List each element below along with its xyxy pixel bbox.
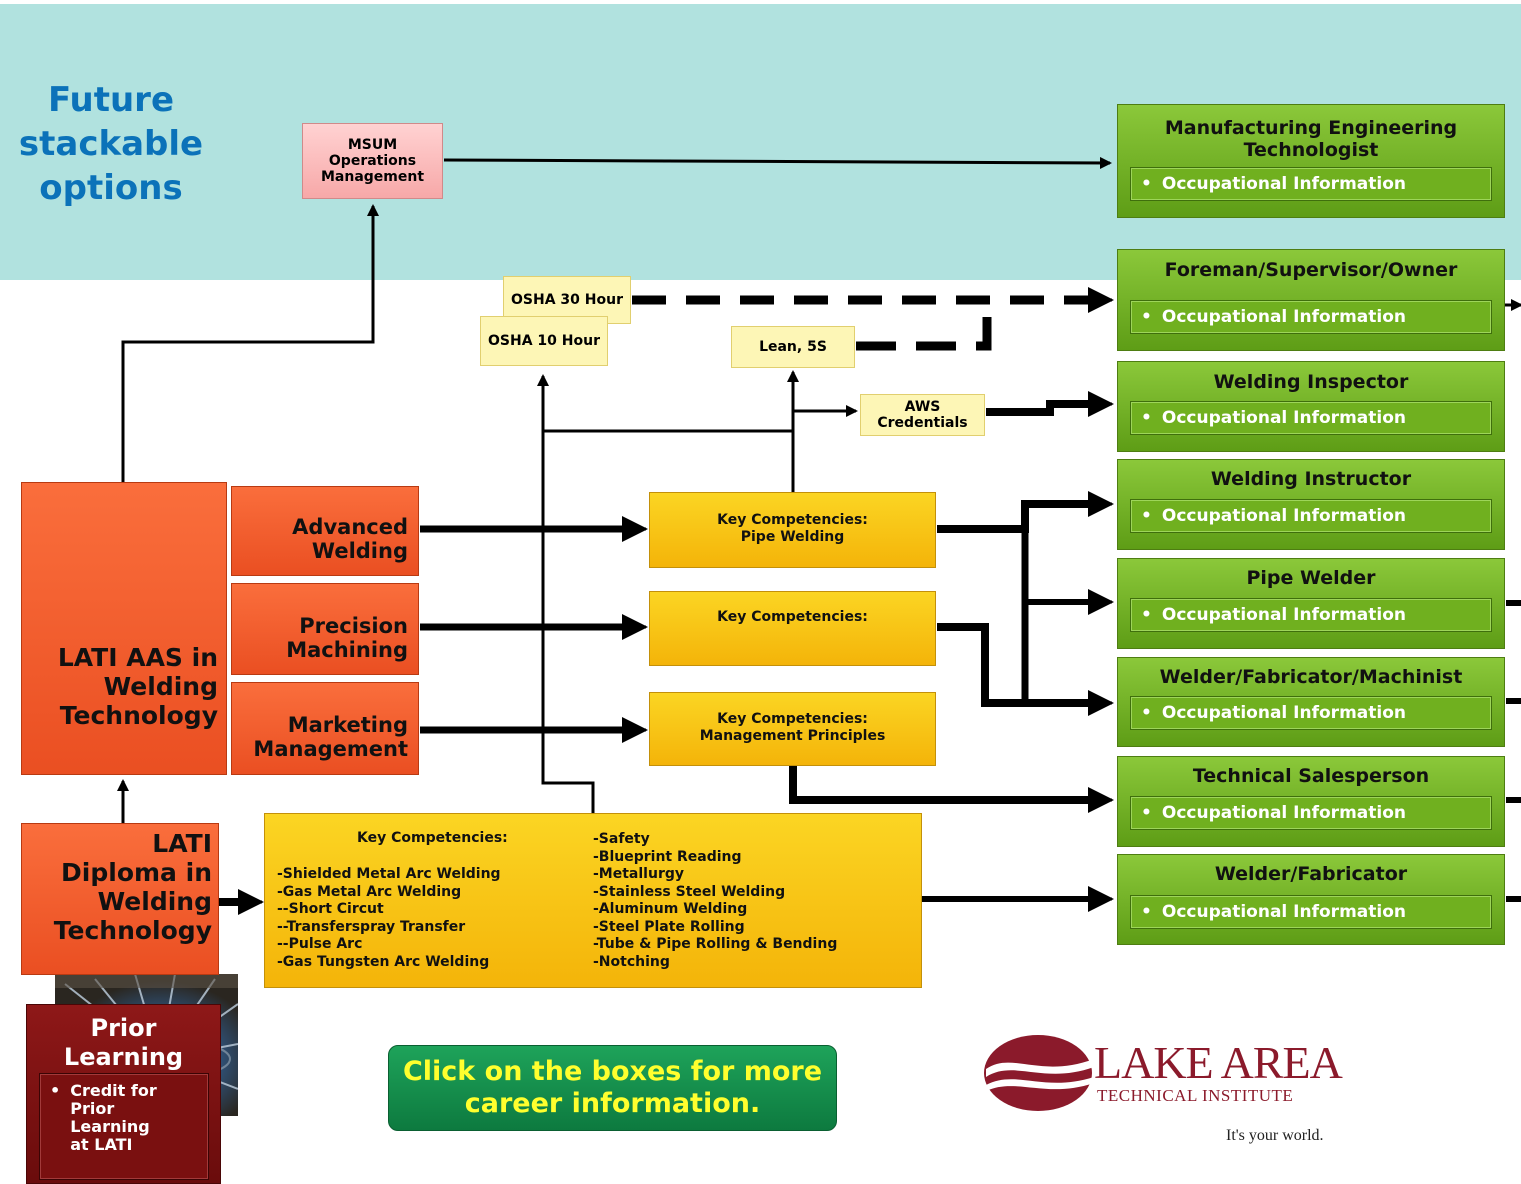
career-technical-salesperson[interactable]: Technical Salesperson •Occupational Info… [1117,756,1505,847]
lean-5s-box[interactable]: Lean, 5S [731,326,855,368]
competency-item: -Steel Plate Rolling [593,918,745,935]
bullet-icon: • [1141,902,1152,922]
competency-item: -Shielded Metal Arc Welding [277,866,501,882]
pipe-welding-competencies-box[interactable]: Key Competencies: Pipe Welding [649,492,936,568]
management-competencies-box[interactable]: Key Competencies: Management Principles [649,692,936,766]
more-career-info-button[interactable]: Click on the boxes for more career infor… [388,1045,837,1131]
occupational-info-link[interactable]: •Occupational Information [1130,796,1492,830]
bullet-icon: • [1141,703,1152,723]
logo-tagline: It's your world. [1226,1127,1324,1144]
bullet-icon: • [1141,803,1152,823]
occupational-info-link[interactable]: •Occupational Information [1130,167,1492,201]
occupational-info-link[interactable]: •Occupational Information [1130,696,1492,730]
career-welding-instructor[interactable]: Welding Instructor •Occupational Informa… [1117,459,1505,550]
advanced-welding-box[interactable]: Advanced Welding [231,486,419,576]
competency-item: -Tube & Pipe Rolling & Bending [593,936,838,952]
welding-competencies-box[interactable]: Key Competencies: -Shielded Metal Arc We… [264,813,922,988]
career-manufacturing-engineering-technologist[interactable]: Manufacturing Engineering Technologist •… [1117,104,1505,218]
competency-item: -Stainless Steel Welding [593,883,786,900]
prior-learning-box[interactable]: Prior Learning • Credit for Prior Learni… [26,1004,221,1184]
aas-msum-arrow [121,204,379,482]
career-title: Welding Instructor [1210,468,1412,490]
main-osha10-arrow [537,374,595,813]
bullet-icon: • [1141,174,1152,194]
bullet-icon: • [1141,307,1152,327]
occupational-info-link[interactable]: •Occupational Information [1130,300,1492,334]
machining-competencies-box[interactable]: Key Competencies: [649,591,936,666]
main-competencies-title: Key Competencies: [357,830,508,846]
msum-arrow [443,156,1112,169]
competency-item: -Blueprint Reading [593,848,742,865]
aas-program-box[interactable]: LATI AAS in Welding Technology [21,482,238,1116]
occupational-info-link[interactable]: •Occupational Information [1130,499,1492,533]
precision-machining-box[interactable]: Precision Machining [231,583,419,675]
competency-item: -Aluminum Welding [593,901,748,917]
logo-subtitle: TECHNICAL INSTITUTE [1097,1086,1294,1105]
marketing-management-box[interactable]: Marketing Management [231,682,419,775]
competencies-right-list: -Safety -Blueprint Reading -Metallurgy -… [593,831,837,971]
competency-item: -Safety [593,831,650,847]
competency-item: --Pulse Arc [277,936,363,952]
career-title: Welder/Fabricator/Machinist [1159,666,1463,688]
diploma-program-box[interactable]: LATI Diploma in Welding Technology [21,823,219,975]
career-welder-fabricator-machinist[interactable]: Welder/Fabricator/Machinist •Occupationa… [1117,657,1505,747]
career-foreman-supervisor-owner[interactable]: Foreman/Supervisor/Owner •Occupational I… [1117,249,1505,351]
prior-learning-title: Prior Learning [63,1014,184,1071]
career-title: Foreman/Supervisor/Owner [1164,259,1458,281]
career-title: Welding Inspector [1213,371,1409,393]
competency-item: -Notching [593,953,670,970]
logo-name: LAKE AREA [1094,1037,1343,1088]
lake-area-logo: LAKE AREA TECHNICAL INSTITUTE It's your … [982,1033,1343,1153]
prior-learning-item[interactable]: • Credit for Prior Learning at LATI [39,1073,209,1180]
competency-item: -Gas Tungsten Arc Welding [277,953,490,970]
career-title: Manufacturing Engineering Technologist [1164,117,1458,161]
future-options-heading: Future stackable options [18,80,204,208]
career-title: Welder/Fabricator [1214,863,1408,885]
aas-program-label: LATI AAS in Welding Technology [57,643,218,730]
competency-item: -Metallurgy [593,866,684,882]
occupational-info-link[interactable]: •Occupational Information [1130,598,1492,632]
bullet-icon: • [1141,605,1152,625]
career-pipe-welder[interactable]: Pipe Welder •Occupational Information [1117,558,1505,649]
career-title: Pipe Welder [1246,567,1376,589]
occupational-info-link[interactable]: •Occupational Information [1130,401,1492,435]
aws-credentials-box[interactable]: AWS Credentials [860,394,985,436]
lean-dashed-line [856,306,992,351]
competency-item: --Transferspray Transfer [277,918,466,935]
bullet-icon: • [1141,408,1152,428]
bullet-icon: • [50,1081,61,1100]
osha-10-box[interactable]: OSHA 10 Hour [480,316,608,366]
competency-item: --Short Circut [277,901,384,917]
career-welding-inspector[interactable]: Welding Inspector •Occupational Informat… [1117,361,1505,452]
competencies-left-list: -Shielded Metal Arc Welding -Gas Metal A… [277,866,501,971]
bullet-icon: • [1141,506,1152,526]
occupational-info-link[interactable]: •Occupational Information [1130,895,1492,929]
msum-operations-box[interactable]: MSUM Operations Management [302,123,443,199]
logo-wave-mark [984,1035,1094,1111]
career-title: Technical Salesperson [1192,765,1430,787]
career-welder-fabricator[interactable]: Welder/Fabricator •Occupational Informat… [1117,854,1505,945]
competency-item: -Gas Metal Arc Welding [277,883,462,900]
